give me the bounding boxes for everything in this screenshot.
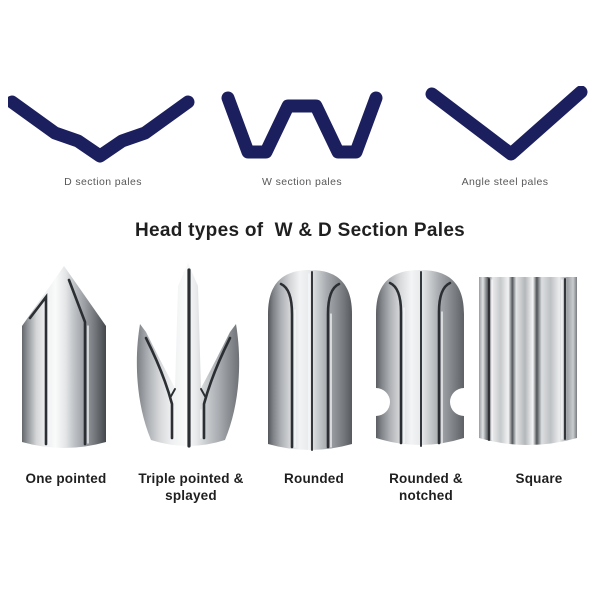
caption-triple-pointed: Triple pointed & splayed — [138, 471, 244, 503]
rounded-right-groove — [326, 282, 341, 449]
caption-one-pointed: One pointed — [25, 471, 107, 486]
triple-pointed-right-crotch-line — [200, 388, 207, 399]
pale-head-one-pointed — [19, 262, 109, 456]
w-section-profile-drawing — [221, 91, 383, 159]
square-drawing — [479, 277, 577, 445]
rounded-notched-drawing — [376, 270, 464, 447]
rounded-left-groove — [279, 282, 294, 449]
d-section-profile-drawing — [8, 95, 195, 163]
rounded-notched-body — [376, 270, 464, 445]
head-types-title: Head types of W & D Section Pales — [134, 220, 466, 241]
rounded-notched-left-groove — [388, 281, 403, 445]
rounded-body — [268, 270, 352, 450]
triple-pointed-right-groove — [202, 336, 232, 440]
triple-pointed-left-crotch-line — [169, 388, 176, 399]
w-section-profile-caption: W section pales — [261, 176, 343, 188]
one-pointed-left-groove — [28, 293, 48, 446]
rounded-drawing — [268, 270, 352, 451]
square-body — [479, 277, 577, 445]
rounded-notched-right-groove — [437, 281, 452, 445]
angle-steel-profile-caption: Angle steel pales — [461, 176, 549, 188]
d-section-profile-shape — [8, 95, 195, 163]
caption-square: Square — [515, 471, 563, 486]
d-section-profile-caption: D section pales — [64, 176, 142, 188]
angle-steel-profile-shape — [425, 86, 588, 161]
d-section-profile-figure: D section pales — [8, 88, 198, 188]
pale-head-rounded-notched — [373, 266, 467, 456]
pale-head-square — [475, 270, 581, 456]
caption-rounded-notched: Rounded & notched — [389, 471, 463, 503]
one-pointed-body — [22, 266, 106, 448]
triple-pointed-drawing — [136, 263, 240, 448]
angle-steel-profile-figure: Angle steel pales — [422, 86, 588, 188]
one-pointed-right-groove — [67, 278, 87, 446]
w-section-profile-figure: W section pales — [218, 90, 386, 188]
pale-head-rounded — [265, 266, 355, 458]
pale-head-triple-pointed — [126, 260, 250, 456]
caption-rounded: Rounded — [284, 471, 344, 486]
triple-pointed-left-groove — [144, 336, 174, 440]
one-pointed-drawing — [22, 266, 106, 448]
w-section-profile-shape — [221, 91, 383, 159]
angle-steel-profile-drawing — [425, 86, 588, 161]
